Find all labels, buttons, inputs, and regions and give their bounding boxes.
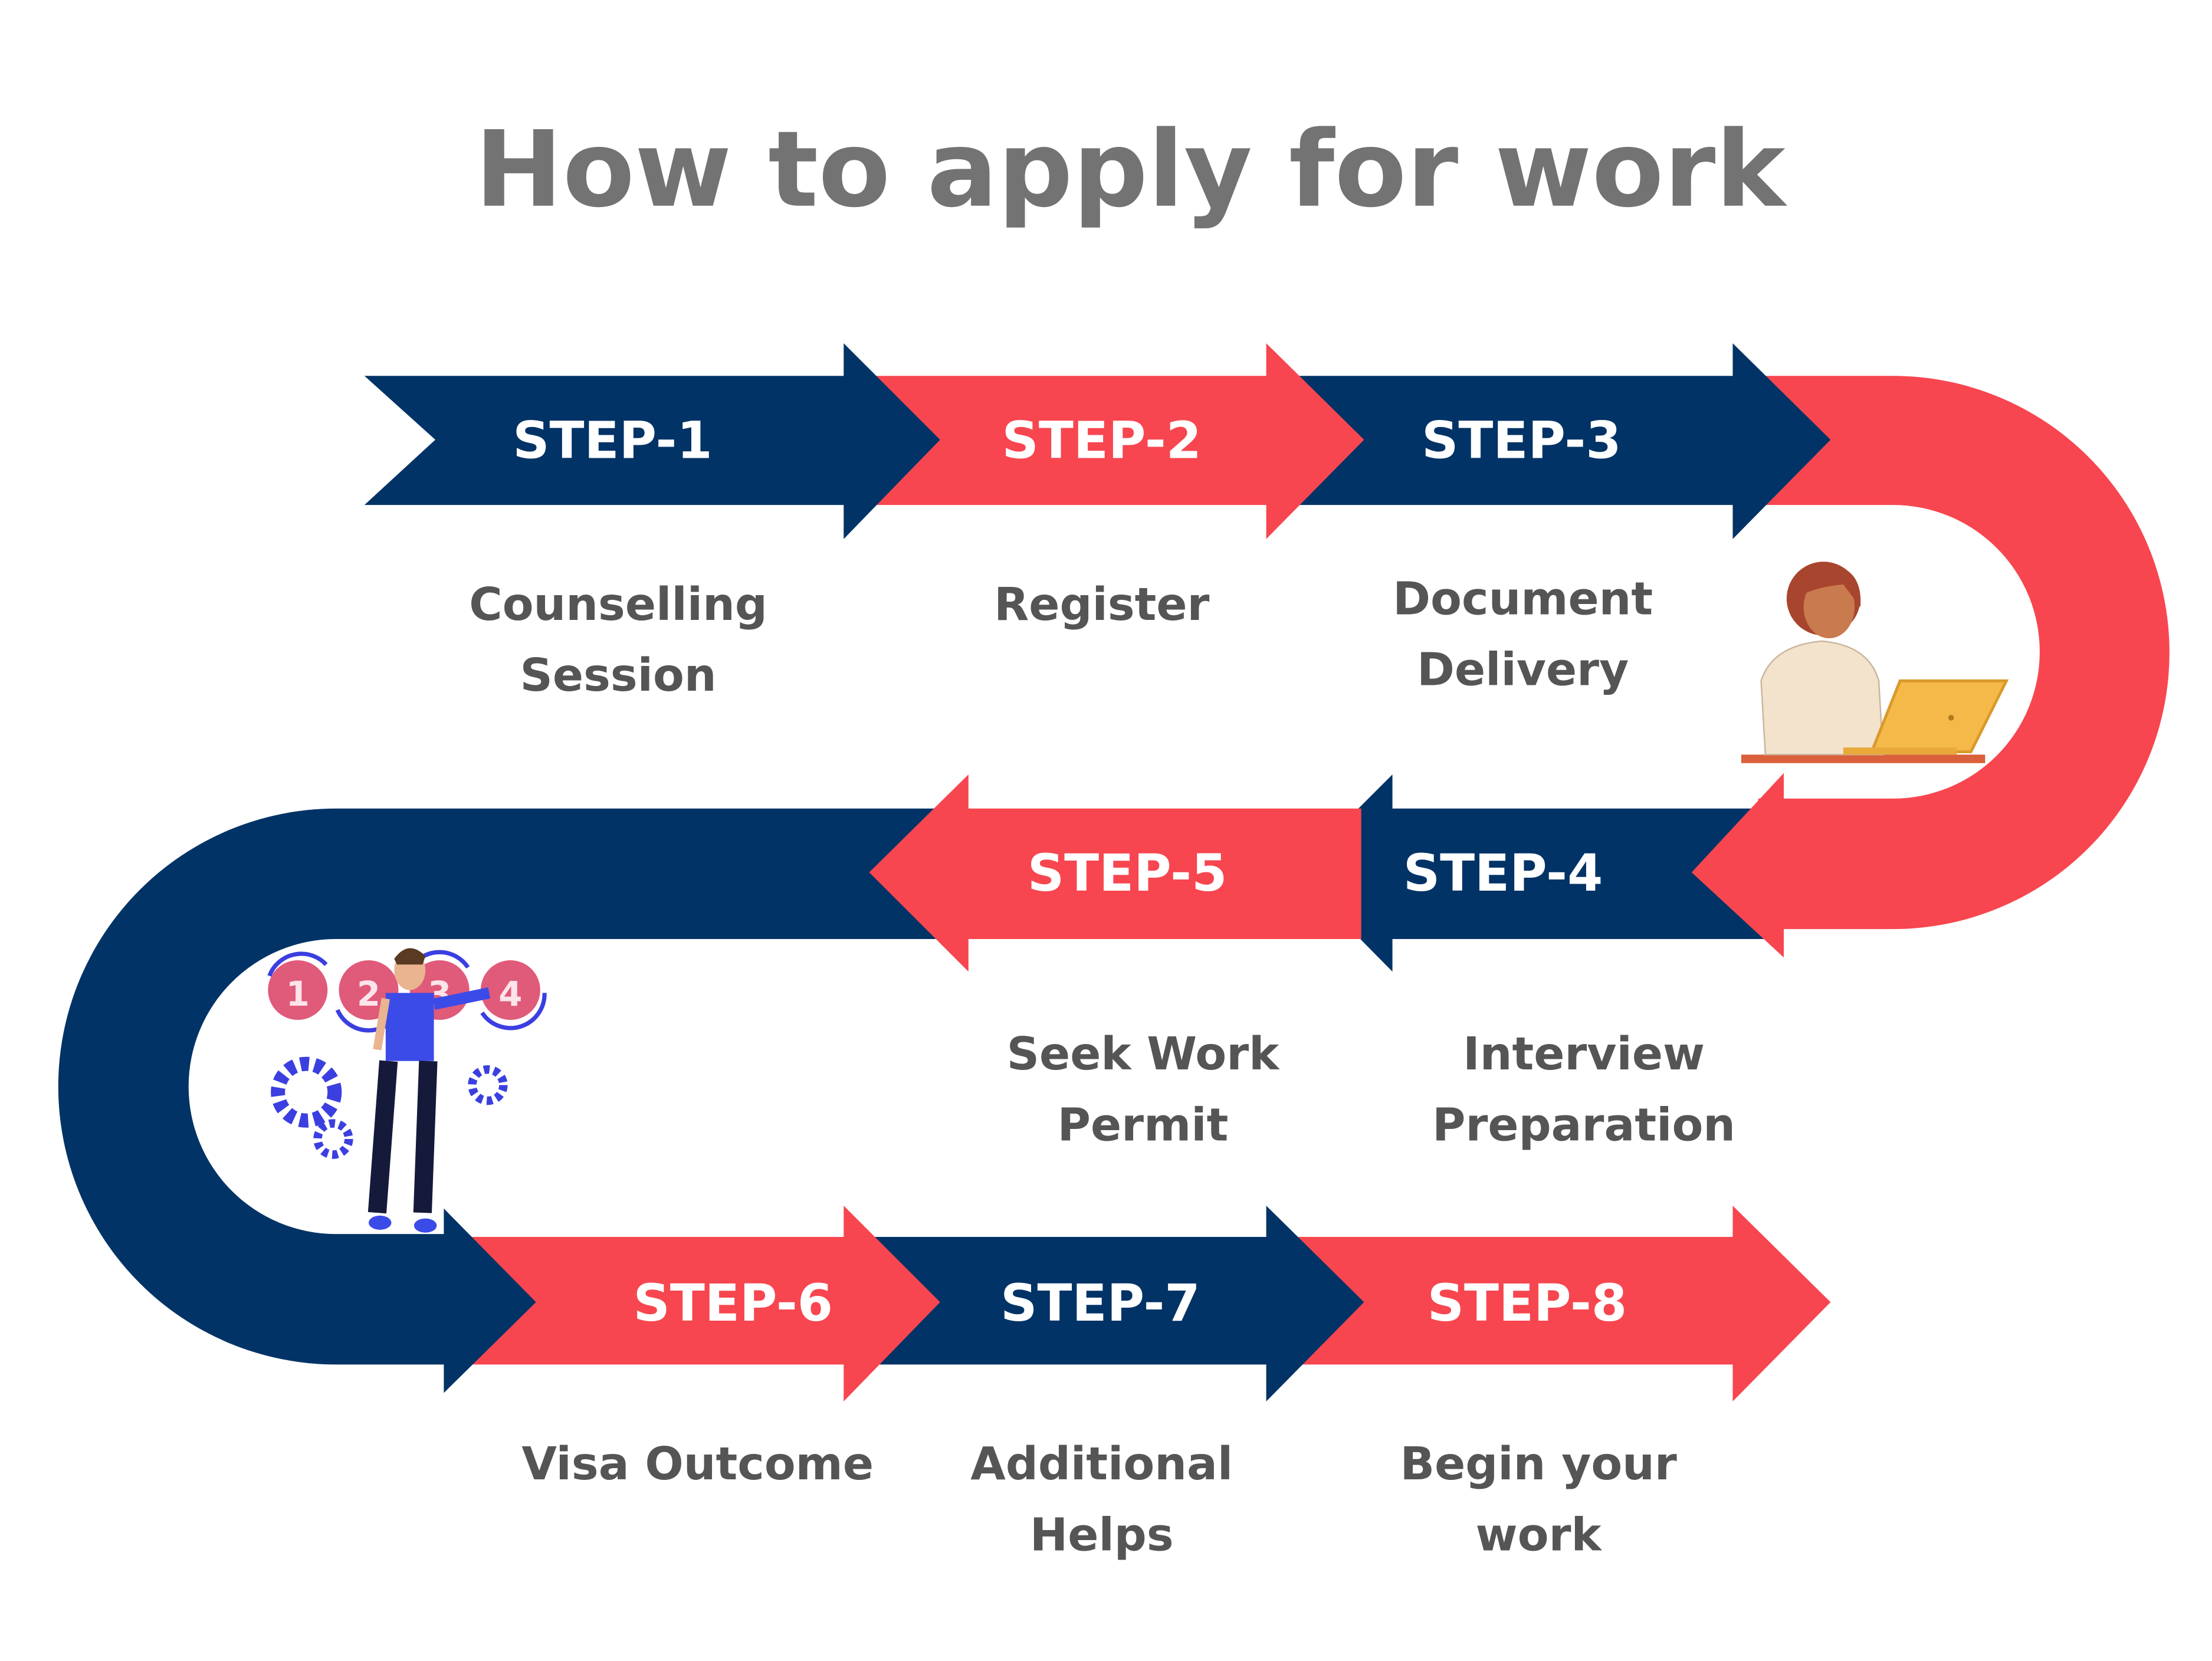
step-8-label: STEP-8	[1427, 1274, 1627, 1333]
step-1-desc-line-1: Counselling	[469, 579, 767, 631]
woman-laptop-illustration	[1741, 562, 2009, 763]
arrow-step-2	[872, 343, 1364, 539]
step-7-desc-line-2: Helps	[1030, 1509, 1174, 1561]
step-6-label: STEP-6	[634, 1274, 833, 1333]
gear-icon	[313, 1119, 353, 1159]
step-5-label: STEP-5	[1028, 844, 1227, 903]
arrow-step-4	[1294, 774, 1765, 972]
step-2-label: STEP-2	[1002, 412, 1202, 471]
gear-icon	[271, 1056, 342, 1128]
page-title: How to apply for work	[475, 109, 1787, 231]
step-1-desc-line-2: Session	[520, 649, 717, 702]
arrow-step-7	[872, 1206, 1364, 1401]
step-4-desc-line-1: Interview	[1463, 1028, 1705, 1081]
step-4-label: STEP-4	[1403, 844, 1603, 903]
step-8-desc-line-1: Begin your	[1400, 1438, 1676, 1491]
gear-icon	[468, 1065, 508, 1105]
step-3-desc-line-1: Document	[1393, 573, 1653, 625]
step-4-desc-line-2: Preparation	[1432, 1099, 1735, 1151]
arrow-step-1	[364, 343, 940, 539]
number-2: 2	[357, 974, 380, 1014]
arrow-step-3	[1297, 343, 1831, 539]
step-2-desc: Register	[994, 579, 1209, 631]
step-7-label: STEP-7	[1000, 1274, 1200, 1333]
step-3-desc-line-2: Delivery	[1417, 644, 1629, 696]
arrowhead-step-4-entry	[1691, 773, 1784, 958]
step-6-desc: Visa Outcome	[521, 1438, 874, 1491]
step-7-desc-line-1: Additional	[970, 1438, 1233, 1491]
arrow-step-5	[869, 774, 1361, 972]
arrow-step-6	[468, 1206, 940, 1401]
number-1: 1	[286, 974, 310, 1014]
arrow-step-8	[1297, 1206, 1831, 1401]
step-5-desc-line-2: Permit	[1058, 1099, 1229, 1151]
number-4: 4	[498, 974, 522, 1014]
step-8-desc-line-2: work	[1476, 1509, 1603, 1561]
step-3-label: STEP-3	[1422, 412, 1621, 471]
step-1-label: STEP-1	[513, 412, 712, 471]
step-5-desc-line-1: Seek Work	[1007, 1028, 1280, 1081]
u-turn-right	[1758, 376, 2170, 930]
man-steps-illustration: 1 2 3 4	[267, 948, 547, 1233]
u-turn-left	[58, 808, 964, 1365]
arrowhead-step-6-entry	[444, 1208, 536, 1393]
